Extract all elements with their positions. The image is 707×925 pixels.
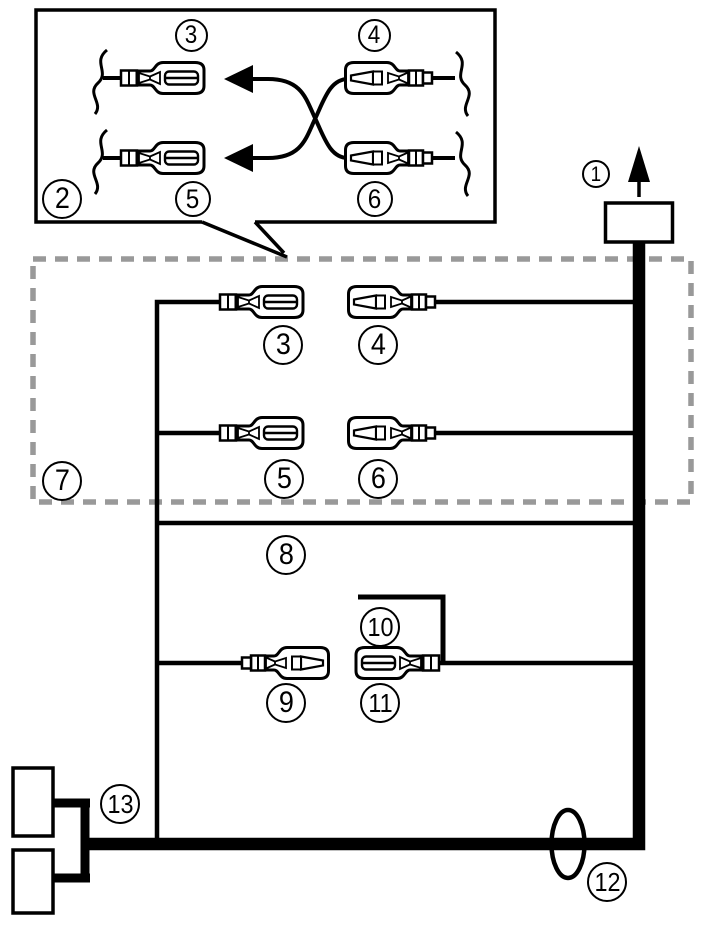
callout-1-antenna-plug: 1	[582, 160, 610, 188]
callout-2-inset-detail: 2	[42, 179, 82, 219]
antenna-plug	[603, 146, 675, 244]
callout-5-inset-detail: 5	[175, 181, 211, 217]
callout-3-harness-box: 3	[263, 325, 303, 365]
callout-4-harness-box: 4	[358, 325, 398, 365]
callout-pointer	[201, 220, 288, 259]
callout-8-main: 8	[266, 535, 306, 575]
callout-12-main: 12	[587, 862, 627, 902]
callout-6-inset-detail: 6	[357, 181, 393, 217]
callout-9-main: 9	[266, 683, 306, 723]
speaker-terminal-box-top	[11, 766, 55, 838]
inset-wires	[103, 76, 455, 160]
speaker-terminal-box-bottom	[11, 848, 55, 915]
dashed-harness-box	[30, 256, 694, 505]
inset-contents	[92, 48, 471, 197]
callout-10-main: 10	[360, 607, 400, 647]
main-wire	[85, 240, 646, 851]
callout-3-inset-detail: 3	[174, 18, 208, 52]
cut-wire-squiggles	[92, 48, 471, 197]
insert-arrow-icons	[224, 65, 268, 172]
wire-loop-icon	[549, 807, 587, 881]
callout-6-harness-box: 6	[358, 459, 398, 499]
speaker-wires	[52, 798, 90, 883]
inset-detail-box	[34, 8, 497, 259]
crossover-wires	[267, 77, 349, 160]
callout-4-inset-detail: 4	[357, 18, 391, 52]
callout-5-harness-box: 5	[264, 459, 304, 499]
callout-11-main: 11	[360, 683, 400, 723]
arrow-up-icon	[628, 146, 650, 197]
harness-wires	[154, 299, 634, 844]
callout-13-main: 13	[100, 784, 140, 824]
callout-7-harness-box: 7	[42, 461, 82, 501]
branch-wire-10	[358, 594, 446, 663]
